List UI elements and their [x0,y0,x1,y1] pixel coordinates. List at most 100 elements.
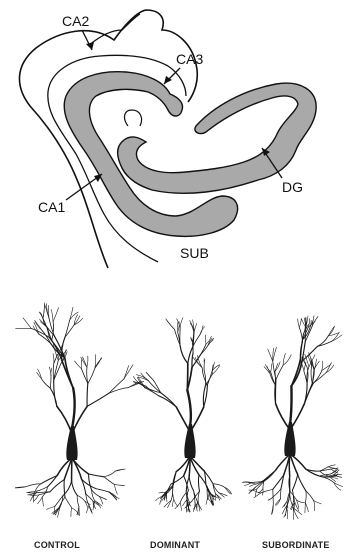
basal-dendrite [190,456,199,475]
apical-dendrite [180,345,188,364]
basal-dendrite [114,484,124,485]
apical-dendrite [202,368,207,385]
apical-dendrite [109,379,124,394]
basal-dendrite [254,493,261,498]
basal-dendrite [261,489,273,493]
apical-dendrite [180,318,183,329]
dg-label: DG [282,179,303,195]
dentate-hilus [125,110,142,126]
basal-dendrite [159,492,166,493]
apical-dendrite [193,344,194,353]
basal-dendrite [77,495,79,506]
basal-dendrite [334,483,341,491]
neuron-label-control: CONTROL [34,540,80,550]
apical-dendrite [177,319,180,329]
apical-dendrite [23,318,31,329]
basal-dendrite [59,497,65,508]
apical-dendrite [176,407,190,432]
basal-dendrite [104,477,114,485]
basal-dendrite [306,491,314,501]
basal-dendrite [322,477,334,483]
basal-dendrite [72,458,82,479]
basal-dendrite [197,502,198,509]
basal-dendrite [42,497,43,506]
neuron-label-dominant: DOMINANT [150,540,200,550]
basal-dendrite [104,471,116,477]
neuron-label-subordinate: SUBORDINATE [262,540,330,550]
cell-body [184,424,195,458]
apical-dendrite [276,404,290,430]
basal-dendrite [34,495,39,501]
basal-dendrite [305,491,306,503]
apical-dendrite [54,364,61,381]
basal-dendrite [293,475,298,491]
apical-dendrite [311,366,312,384]
apical-dendrite [190,407,204,432]
apical-dendrite [81,359,82,369]
basal-dendrite [183,500,187,506]
apical-dendrite [51,310,53,322]
basal-dendrite [89,474,92,490]
basal-dendrite [89,474,104,477]
basal-dendrite [164,500,171,507]
basal-dendrite [64,480,65,497]
apical-dendrite [87,383,88,406]
basal-dendrite [167,494,168,502]
basal-dendrite [172,499,173,506]
apical-dendrite [310,320,312,329]
cell-body [284,422,295,456]
basal-dendrite [213,484,225,488]
apical-dendrite [87,393,109,406]
hippocampus-diagram: CA2 CA3 CA1 DG SUB [19,10,316,268]
basal-dendrite [193,502,195,512]
apical-dendrite [88,368,95,383]
dentate-gyrus [118,83,316,193]
apical-dendrite [298,319,300,327]
apical-dendrite [31,328,49,337]
apical-dendrite [65,325,74,338]
basal-dendrite [180,503,181,511]
apical-dendrite [72,388,75,428]
basal-dendrite [219,493,227,496]
basal-dendrite [206,498,208,505]
apical-dendrite [146,386,159,396]
basal-dendrite [265,471,276,480]
basal-dendrite [281,489,282,499]
apical-dendrite [70,307,74,321]
basal-dendrite [41,476,58,484]
apical-dendrite [43,303,44,319]
apical-dendrite [290,386,292,424]
basal-dendrite [180,493,186,503]
basal-dendrite [250,484,256,486]
basal-dendrite [314,501,315,511]
apical-dendrite [146,373,153,381]
sub-label: SUB [180,245,209,261]
basal-dendrite [28,491,37,492]
basal-dendrite [116,469,124,471]
basal-dendrite [328,465,335,467]
ca3-label: CA3 [176,51,203,67]
basal-dendrite [255,489,257,496]
apical-dendrite [304,384,312,404]
apical-dendrite [167,320,175,329]
neuron-control [15,303,144,518]
basal-dendrite [198,475,199,491]
basal-dendrite [274,489,281,497]
apical-dendrite [305,327,312,342]
basal-dendrite [72,458,89,474]
apical-dendrite [201,346,208,355]
apical-dendrite [198,355,203,368]
basal-dendrite [38,497,43,504]
neuron-dominant [133,318,231,513]
basal-dendrite [328,467,336,469]
apical-dendrite [271,364,272,373]
apical-dendrite [299,318,301,327]
apical-dendrite [314,361,319,369]
apical-dendrite [299,327,302,340]
basal-dendrite [65,497,72,508]
basal-dendrite [305,503,308,512]
apical-dendrite [62,361,73,389]
apical-dendrite [276,365,283,380]
